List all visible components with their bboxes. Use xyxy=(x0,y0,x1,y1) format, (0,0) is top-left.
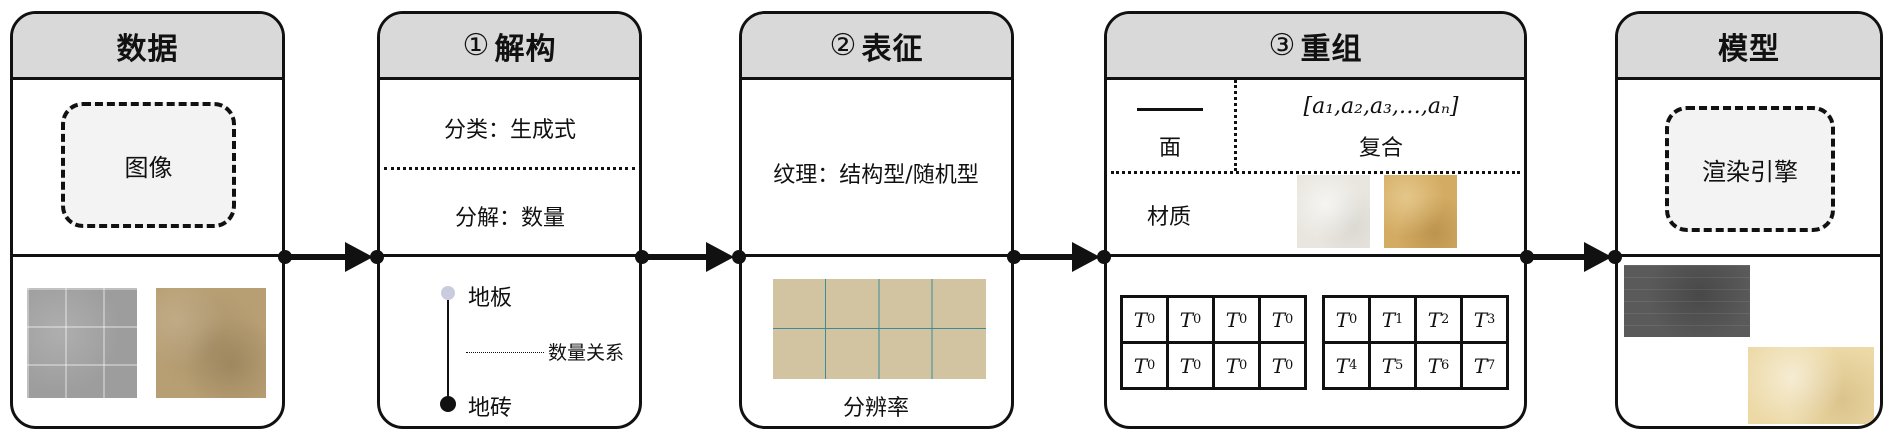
top-node-label: 地板 xyxy=(468,286,513,311)
render-engine-label: 渲染引擎 xyxy=(1702,157,1798,186)
bottom-node-label: 地砖 xyxy=(468,396,513,421)
top-node-dot xyxy=(441,286,455,300)
image-box-label: 图像 xyxy=(124,153,173,182)
classify-label: 分类：生成式 xyxy=(443,118,577,143)
paver-texture-image xyxy=(27,288,137,398)
image-box: 图像 xyxy=(61,102,236,228)
panel-recombine-divider xyxy=(1107,254,1524,257)
arrow-1-line xyxy=(285,254,349,260)
connector-dot xyxy=(1097,250,1111,264)
deconstruct-dotted-divider xyxy=(384,167,635,170)
relation-line xyxy=(466,352,544,353)
panel-data-divider xyxy=(13,254,282,257)
hierarchy-line xyxy=(447,300,449,396)
yellow-material-image xyxy=(1384,175,1457,248)
decompose-label: 分解：数量 xyxy=(454,206,566,231)
panel-data-header: 数据 xyxy=(13,14,282,80)
arrow-3-head xyxy=(1072,242,1100,272)
arrow-2-line xyxy=(642,254,710,260)
panel-model: 模型 渲染引擎 xyxy=(1615,11,1883,429)
arrow-4-head xyxy=(1584,242,1612,272)
cream-model-texture xyxy=(1748,347,1874,424)
recombine-dotted-divider xyxy=(1111,171,1520,174)
panel-represent-header: ② 表征 xyxy=(742,14,1011,80)
face-line-icon xyxy=(1137,108,1203,111)
face-label: 面 xyxy=(1158,136,1182,161)
panel-recombine-title: 重组 xyxy=(1300,31,1363,67)
composite-label: 复合 xyxy=(1358,136,1404,161)
connector-dot xyxy=(1608,250,1622,264)
step-number: ③ xyxy=(1268,28,1297,63)
arrow-4-line xyxy=(1527,254,1589,260)
panel-model-divider xyxy=(1618,254,1880,257)
relation-label: 数量关系 xyxy=(548,342,625,364)
panel-deconstruct-title: 解构 xyxy=(494,31,557,67)
panel-deconstruct-header: ① 解构 xyxy=(380,14,639,80)
panel-model-header: 模型 xyxy=(1618,14,1880,80)
panel-deconstruct: ① 解构 分类：生成式 分解：数量 地板 数量关系 地砖 xyxy=(377,11,642,429)
step-number: ① xyxy=(462,28,491,63)
resolution-grid-texture xyxy=(773,279,986,379)
recombine-dotted-vertical xyxy=(1234,80,1237,171)
arrow-1-head xyxy=(345,242,373,272)
panel-represent-divider xyxy=(742,254,1011,257)
texture-label: 纹理：结构型/随机型 xyxy=(773,163,979,188)
connector-dot xyxy=(732,250,746,264)
panel-recombine-header: ③ 重组 xyxy=(1107,14,1524,80)
panel-data-title: 数据 xyxy=(116,31,179,67)
render-engine-box: 渲染引擎 xyxy=(1665,106,1835,232)
white-material-image xyxy=(1297,175,1370,248)
sand-texture-image xyxy=(156,288,266,398)
arrow-2-head xyxy=(706,242,734,272)
step-number: ② xyxy=(829,28,858,63)
bottom-node-dot xyxy=(440,396,456,412)
panel-represent-title: 表征 xyxy=(861,31,924,67)
panel-represent: ② 表征 纹理：结构型/随机型 分辨率 xyxy=(739,11,1014,429)
connector-dot xyxy=(370,250,384,264)
panel-deconstruct-divider xyxy=(380,254,639,257)
resolution-label: 分辨率 xyxy=(842,396,910,421)
panel-data: 数据 图像 xyxy=(10,11,285,429)
vector-label: [a₁,a₂,a₃,…,aₙ] xyxy=(1303,94,1459,119)
panel-model-title: 模型 xyxy=(1718,31,1780,67)
arrow-3-line xyxy=(1014,254,1080,260)
dark-model-texture xyxy=(1624,265,1750,337)
material-label: 材质 xyxy=(1147,205,1192,230)
